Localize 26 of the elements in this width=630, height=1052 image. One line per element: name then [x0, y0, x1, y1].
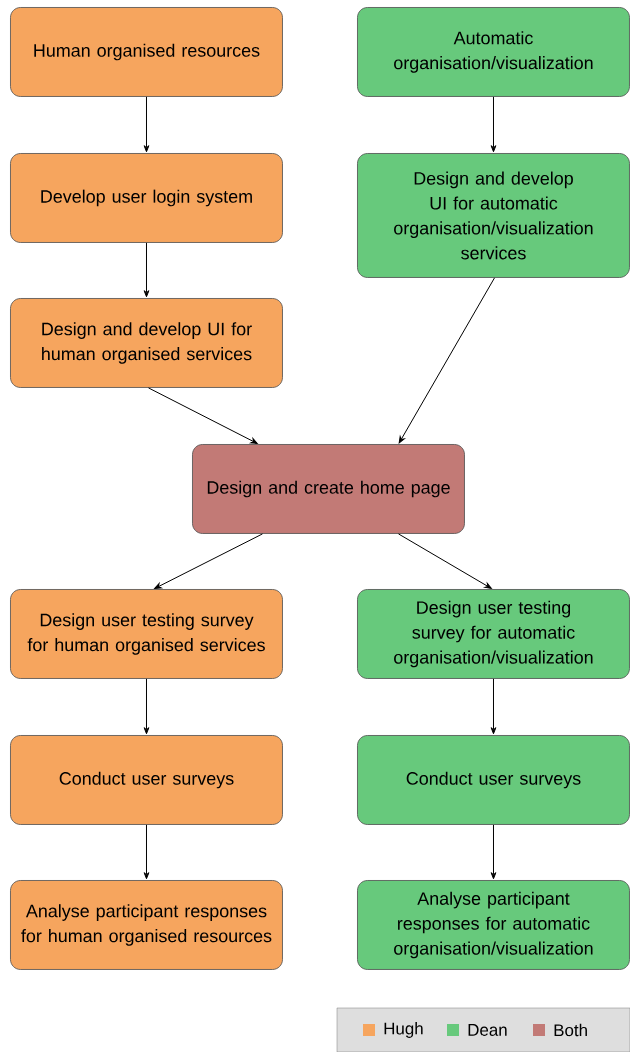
arrow	[143, 242, 150, 298]
arrow	[148, 387, 258, 444]
arrow	[490, 96, 497, 153]
arrow	[398, 277, 495, 444]
process-box: Conduct user surveys	[10, 735, 283, 825]
arrow	[154, 533, 263, 589]
process-box: Automatic organisation/visualization	[357, 7, 630, 97]
process-box: Design user testing survey for automatic organisation/visualization	[357, 589, 630, 679]
process-box: Design user testing survey for human organised services	[10, 589, 283, 679]
process-box: Design and create home page	[192, 444, 465, 534]
arrow	[490, 678, 497, 735]
arrow	[143, 96, 150, 153]
arrow	[143, 824, 150, 880]
process-box: Design and develop UI for human organised services	[10, 298, 283, 388]
legend-label: Dean	[468, 1024, 507, 1036]
arrow	[398, 533, 492, 589]
process-box: Human organised resources	[10, 7, 283, 97]
legend-label: Hugh	[384, 1022, 423, 1038]
arrow	[143, 678, 150, 735]
process-box: Develop user login system	[10, 153, 283, 243]
process-box: Analyse participant responses for automatic organisation/visualization	[357, 880, 630, 970]
process-box: Analyse participant responses for human organised resources	[10, 880, 283, 970]
legend-label: Both	[554, 1023, 587, 1037]
arrow	[490, 824, 497, 880]
process-box: Design and develop UI for automatic organisation/visualization services	[357, 153, 630, 278]
process-box: Conduct user surveys	[357, 735, 630, 825]
